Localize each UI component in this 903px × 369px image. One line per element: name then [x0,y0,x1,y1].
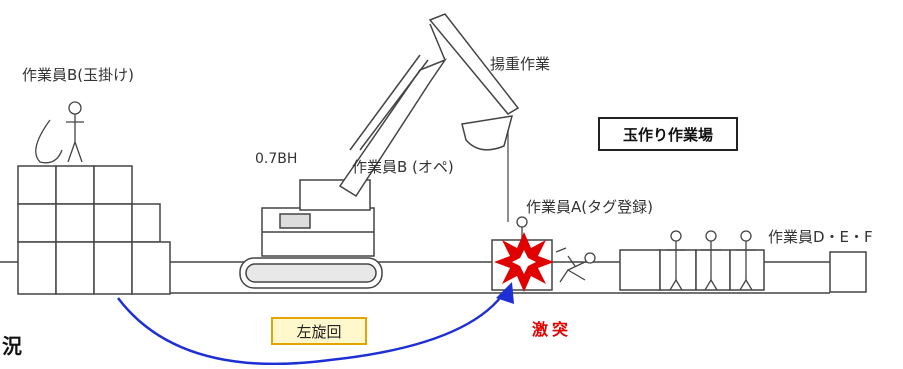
fallen-worker-icon [555,247,596,283]
worker-def-label: 作業員D・E・F [768,228,873,246]
worker-icon [736,230,756,291]
worker-b-slinging-label: 作業員B(玉掛け) [22,66,134,84]
worker-b-operator-label: 作業員B (オペ) [352,158,454,176]
excavator-model-label: 0.7BH [255,151,298,167]
cutoff-heading-char: 況 [2,334,22,358]
worker-icon [35,101,84,164]
rotation-arrow [117,282,514,366]
work-area-label: 玉作り作業場 [598,117,738,151]
stacked-concrete-blocks [17,165,171,295]
worker-icon [701,230,721,291]
worker-a-label: 作業員A(タグ登録) [526,198,653,216]
bucket-icon [461,115,514,151]
right-blocks [619,249,867,293]
left-turn-callout: 左旋回 [271,317,367,345]
collision-label: 激突 [532,320,573,339]
collision-burst-icon [494,232,554,292]
excavator-icon [239,13,520,289]
worker-icon [666,230,686,291]
lifting-work-label: 揚重作業 [490,55,551,73]
